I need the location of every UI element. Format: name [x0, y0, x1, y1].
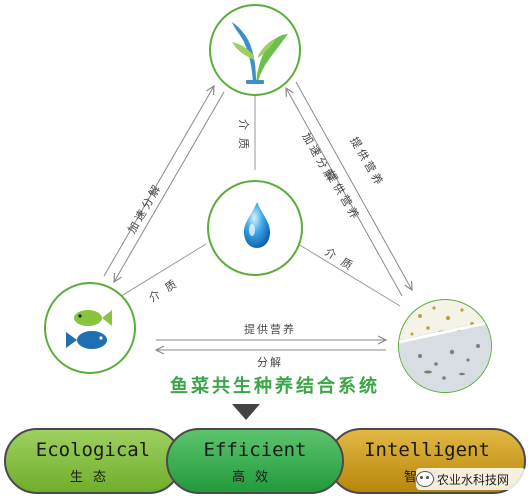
watermark: 农业水科技网	[416, 468, 526, 490]
wechat-icon	[416, 471, 434, 487]
label-left-mid: 介质	[147, 273, 186, 304]
label-top-vertical-mid: 介质	[237, 119, 250, 157]
ecological-label-zh: 生态	[69, 469, 116, 485]
label-top-left-arrow: 加速分解	[124, 180, 164, 235]
efficient-pill: Efficient 高效	[166, 428, 344, 494]
fish-icon	[66, 310, 112, 349]
label-right-mid: 介质	[322, 245, 361, 276]
label-bottom-bottom: 分解	[257, 355, 283, 369]
water-node	[207, 180, 303, 276]
label-bottom-top: 提供营养	[244, 322, 296, 336]
arrow-plant-microbes	[286, 81, 412, 297]
microbes-node	[398, 299, 492, 393]
label-top-right-inner2: 提供营养	[323, 168, 363, 223]
plant-icon	[232, 22, 288, 84]
ecological-pill: Ecological 生态	[4, 428, 182, 494]
plant-node	[209, 4, 301, 96]
fish-node	[44, 282, 136, 374]
label-top-right-outer: 提供营养	[347, 134, 387, 189]
efficient-label: Efficient	[203, 438, 307, 461]
water-drop-icon	[244, 202, 270, 248]
watermark-text: 农业水科技网	[437, 472, 510, 487]
arrow-fish-microbes	[156, 340, 386, 350]
ecological-label: Ecological	[35, 438, 151, 461]
connector-lines	[117, 94, 401, 307]
efficient-label-zh: 高效	[231, 469, 278, 485]
down-arrow-icon	[232, 404, 260, 420]
system-title: 鱼菜共生种养结合系统	[170, 376, 380, 397]
intelligent-label: Intelligent	[364, 438, 490, 461]
microbes-icon	[399, 300, 491, 392]
arrow-plant-fish	[103, 86, 225, 282]
